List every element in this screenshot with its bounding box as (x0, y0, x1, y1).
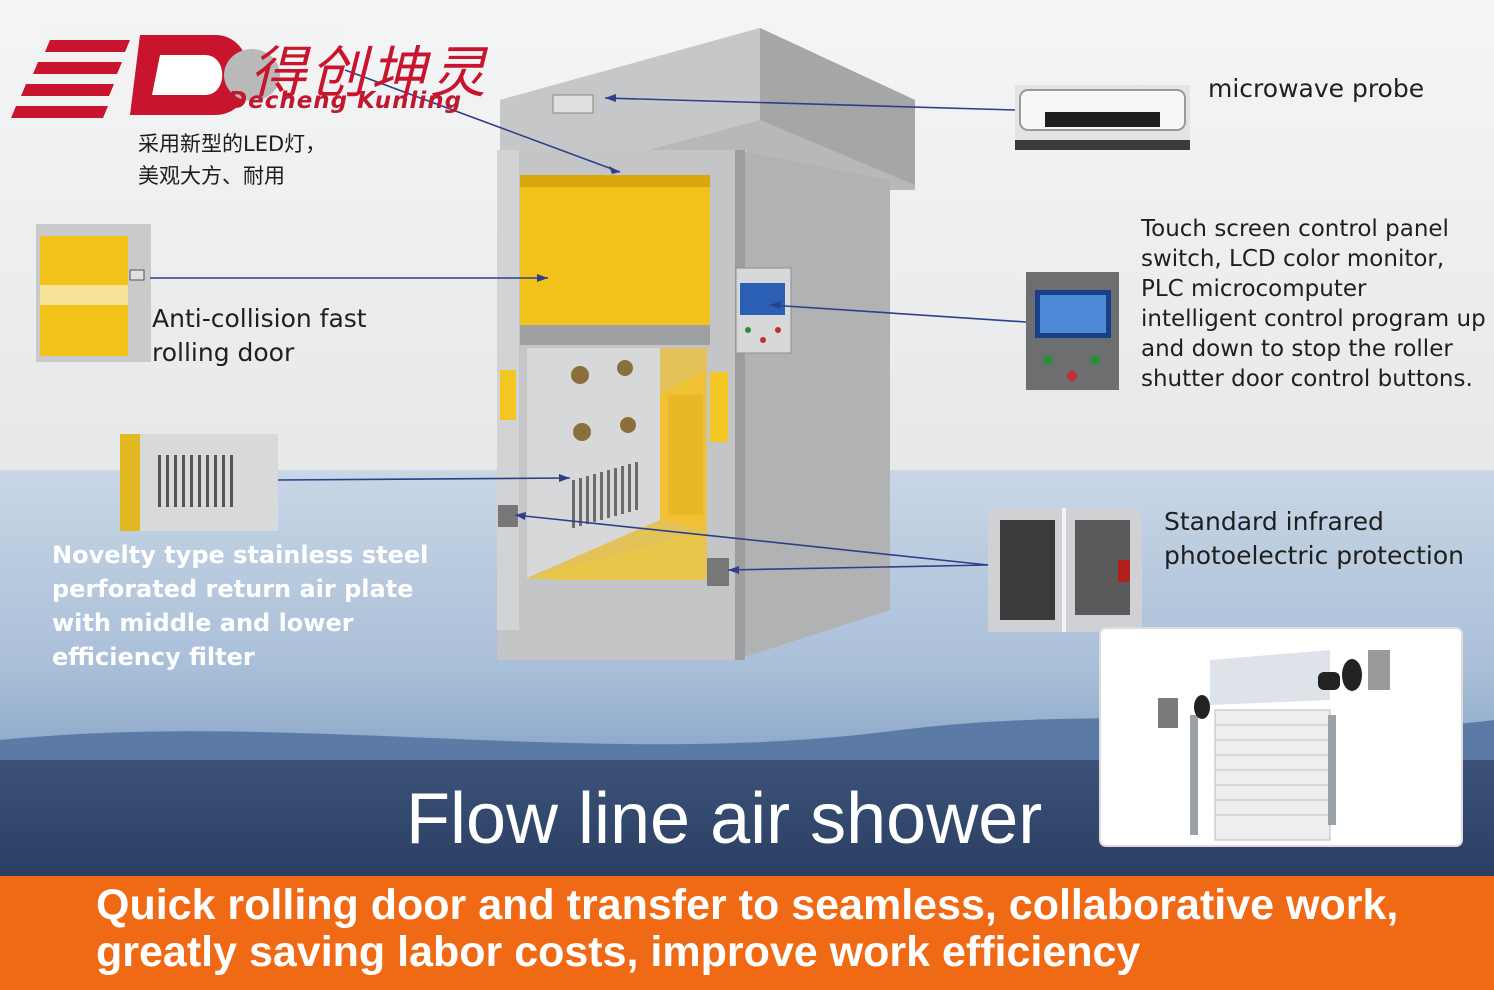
microwave-probe-icon (1015, 85, 1190, 150)
footer-band (0, 876, 1494, 990)
air-shower-cabinet (497, 28, 915, 660)
anti-collision-door-label: Anti-collision fast rolling door (152, 304, 367, 367)
callout-lines (150, 69, 1027, 571)
microwave-probe-label: microwave probe (1208, 74, 1425, 103)
logo-mark-icon (11, 24, 345, 124)
roller-door-exploded-diagram (1099, 627, 1463, 847)
touch-panel-label: Touch screen control panel switch, LCD c… (1141, 216, 1486, 392)
infrared-sensor-icon (988, 508, 1142, 632)
page-title: Flow line air shower (406, 779, 1043, 859)
touch-panel-icon (1026, 272, 1119, 390)
logo-chinese-name: 得创坤灵 (250, 41, 490, 106)
door-thumbnail (36, 224, 151, 362)
return-air-plate-label: Novelty type stainless steel perforated … (52, 541, 429, 671)
led-light-note: 采用新型的LED灯， 美观大方、耐用 (138, 132, 327, 188)
infrared-protection-label: Standard infrared photoelectric protecti… (1164, 507, 1464, 570)
logo-english-name: Decheng Kunling (228, 88, 463, 114)
footer-tagline: Quick rolling door and transfer to seaml… (96, 881, 1399, 976)
grille-thumbnail (120, 434, 278, 531)
